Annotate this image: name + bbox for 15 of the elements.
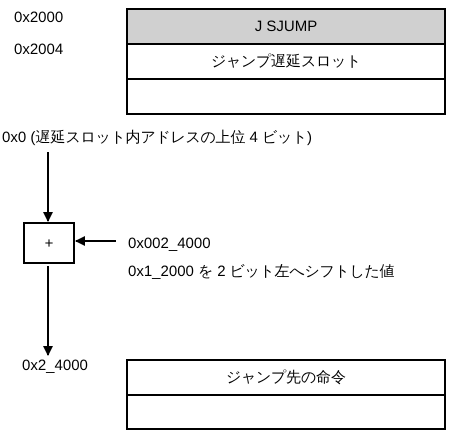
- arrow: [43, 152, 53, 222]
- memory-cell: [126, 394, 446, 430]
- memory-cell: ジャンプ先の命令: [126, 359, 446, 396]
- memory-cell: [126, 78, 446, 115]
- memory-cell: ジャンプ遅延スロット: [126, 43, 446, 80]
- adder-box: +: [23, 222, 75, 264]
- address-text: 0x0 (遅延スロット内アドレスの上位 4 ビット): [2, 128, 452, 148]
- arrow: [43, 266, 53, 356]
- memory-cell: J SJUMP: [126, 8, 446, 45]
- address-text: 0x2_4000: [22, 356, 106, 376]
- value-text: 0x002_4000: [128, 234, 212, 254]
- arrow: [75, 236, 116, 246]
- address-label: 0x2004: [14, 40, 64, 60]
- address-label: 0x2000: [14, 8, 64, 28]
- note-text: 0x1_2000 を 2 ビット左へシフトした値: [128, 262, 396, 282]
